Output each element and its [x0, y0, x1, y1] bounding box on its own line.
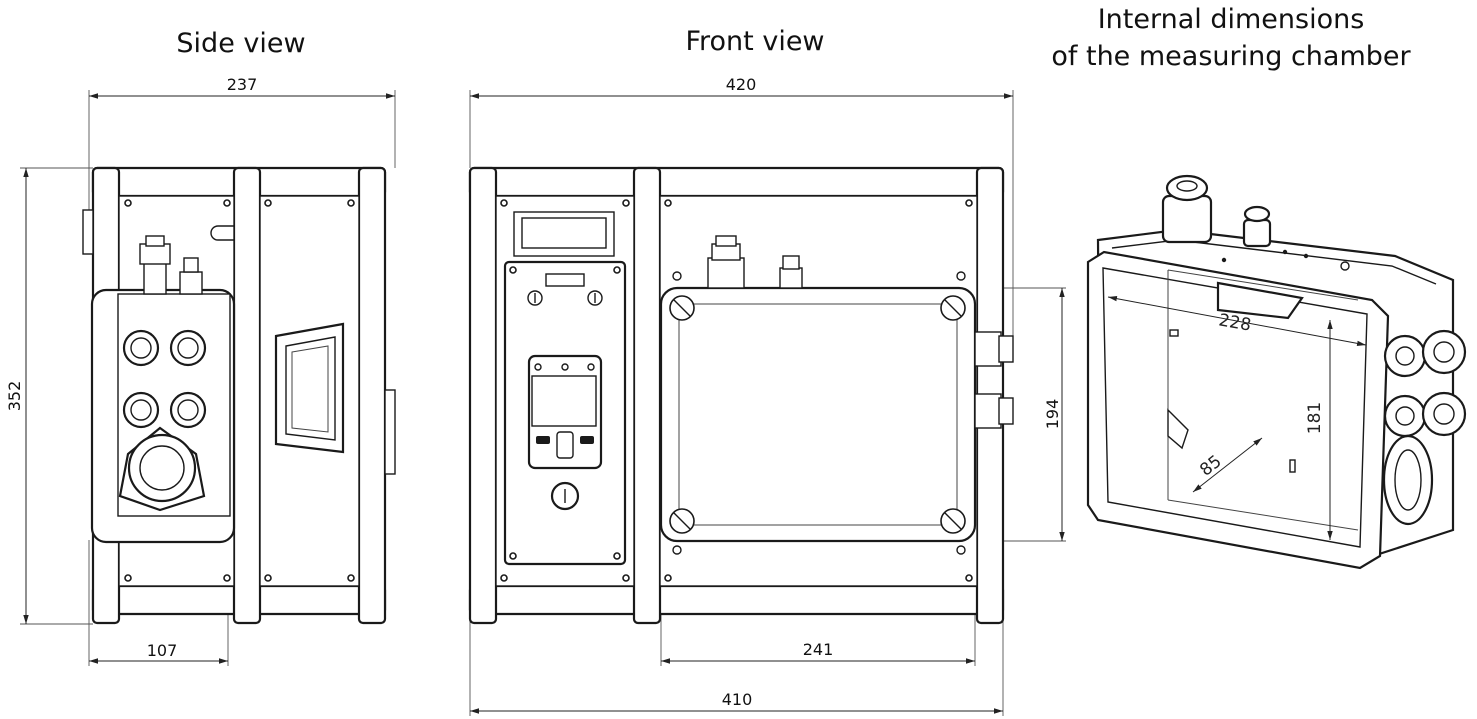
chamber-view-title-line1: Internal dimensions — [1098, 4, 1365, 35]
front-width-top-label: 420 — [726, 75, 757, 94]
side-view: 237 352 107 — [5, 75, 396, 666]
front-view-title: Front view — [685, 26, 824, 57]
side-width-label: 237 — [227, 75, 258, 94]
front-chamber-width-label: 241 — [803, 640, 834, 659]
side-view-title: Side view — [176, 28, 305, 59]
chamber-height-label: 181 — [1305, 402, 1325, 434]
chamber-view-title-line2: of the measuring chamber — [1051, 41, 1411, 72]
side-height-label: 352 — [5, 381, 24, 412]
front-width-bottom-label: 410 — [722, 690, 753, 709]
side-depth-label: 107 — [147, 641, 178, 660]
front-view: 420 410 241 194 — [468, 75, 1066, 716]
chamber-isometric-view: 228 181 85 — [1086, 174, 1467, 570]
front-chamber-height-label: 194 — [1043, 399, 1062, 430]
